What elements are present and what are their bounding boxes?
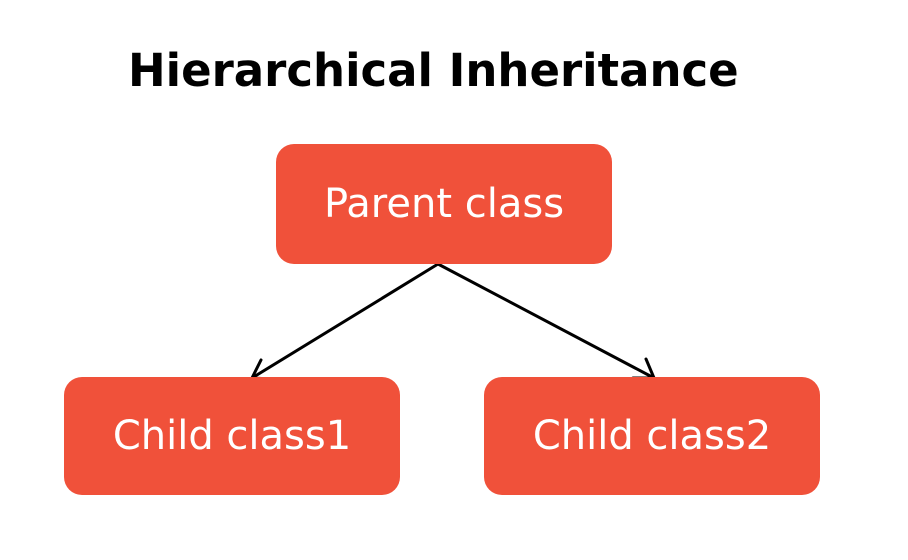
child-class2-node: Child class2 — [484, 377, 820, 495]
child-class2-label: Child class2 — [532, 413, 772, 459]
arrow-parent-to-child2 — [436, 262, 656, 380]
parent-class-node: Parent class — [276, 144, 612, 264]
parent-class-label: Parent class — [323, 181, 565, 227]
diagram-title: Hierarchical Inheritance — [128, 44, 739, 97]
child-class1-node: Child class1 — [64, 377, 400, 495]
arrow-parent-to-child1 — [250, 262, 440, 381]
child-class1-label: Child class1 — [112, 413, 352, 459]
